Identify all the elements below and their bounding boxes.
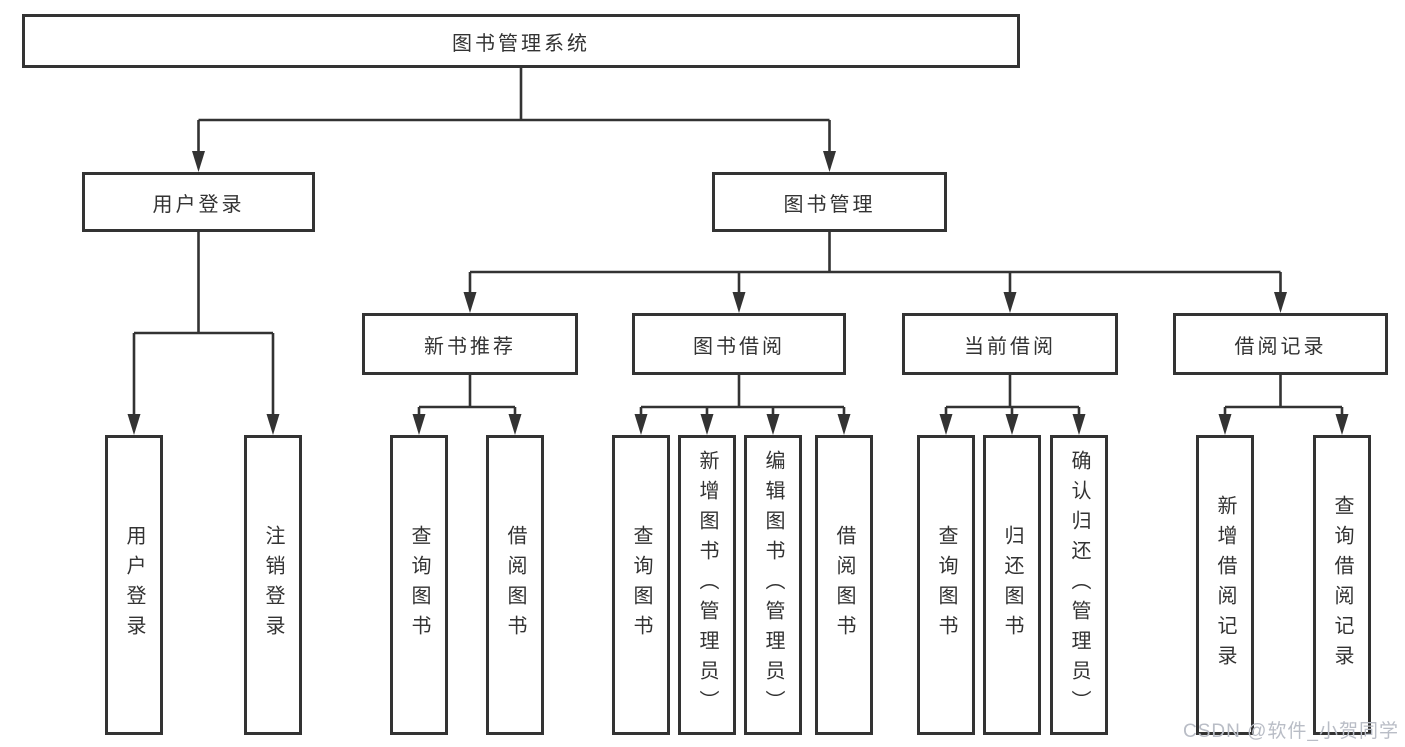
node-user-login-label: 用户登录	[152, 193, 245, 216]
node-book-borrowing-label: 图书借阅	[693, 335, 785, 358]
leaf-edit-books-admin-label: 编辑图书（管理员）	[762, 450, 784, 720]
leaf-confirm-return-admin: 确认归还（管理员）	[1050, 435, 1108, 735]
leaf-query-books-recommend-label: 查询图书	[408, 525, 430, 645]
leaf-query-books-borrowing-label: 查询图书	[630, 525, 652, 645]
leaf-confirm-return-admin-label: 确认归还（管理员）	[1068, 450, 1090, 720]
watermark-text: CSDN @软件_小贺同学	[1183, 721, 1399, 742]
node-library-management-system: 图书管理系统	[22, 14, 1020, 68]
node-new-book-recommendation: 新书推荐	[362, 313, 578, 375]
leaf-user-login: 用户登录	[105, 435, 163, 735]
leaf-borrow-books-recommend-label: 借阅图书	[504, 525, 526, 645]
node-book-management-label: 图书管理	[783, 193, 876, 216]
node-current-borrowing: 当前借阅	[902, 313, 1118, 375]
leaf-borrow-books-recommend: 借阅图书	[486, 435, 544, 735]
leaf-logout: 注销登录	[244, 435, 302, 735]
leaf-edit-books-admin: 编辑图书（管理员）	[744, 435, 802, 735]
leaf-return-books: 归还图书	[983, 435, 1041, 735]
leaf-return-books-label: 归还图书	[1001, 525, 1023, 645]
leaf-query-books-current-label: 查询图书	[935, 525, 957, 645]
node-library-management-system-label: 图书管理系统	[452, 32, 590, 55]
leaf-query-books-recommend: 查询图书	[390, 435, 448, 735]
leaf-add-books-admin-label: 新增图书（管理员）	[696, 450, 718, 720]
leaf-query-borrow-record: 查询借阅记录	[1313, 435, 1371, 735]
leaf-borrow-books-borrowing-label: 借阅图书	[833, 525, 855, 645]
leaf-query-books-borrowing: 查询图书	[612, 435, 670, 735]
node-book-management: 图书管理	[712, 172, 947, 232]
node-borrowing-records-label: 借阅记录	[1234, 335, 1327, 358]
node-user-login: 用户登录	[82, 172, 315, 232]
leaf-logout-label: 注销登录	[262, 525, 284, 645]
leaf-query-books-current: 查询图书	[917, 435, 975, 735]
leaf-add-books-admin: 新增图书（管理员）	[678, 435, 736, 735]
leaf-borrow-books-borrowing: 借阅图书	[815, 435, 873, 735]
leaf-add-borrow-record-label: 新增借阅记录	[1214, 495, 1236, 675]
node-new-book-recommendation-label: 新书推荐	[424, 335, 516, 358]
node-current-borrowing-label: 当前借阅	[964, 335, 1056, 358]
node-borrowing-records: 借阅记录	[1173, 313, 1388, 375]
leaf-query-borrow-record-label: 查询借阅记录	[1331, 495, 1353, 675]
node-book-borrowing: 图书借阅	[632, 313, 846, 375]
leaf-user-login-label: 用户登录	[123, 525, 145, 645]
leaf-add-borrow-record: 新增借阅记录	[1196, 435, 1254, 735]
arrowheads	[127, 151, 1349, 435]
